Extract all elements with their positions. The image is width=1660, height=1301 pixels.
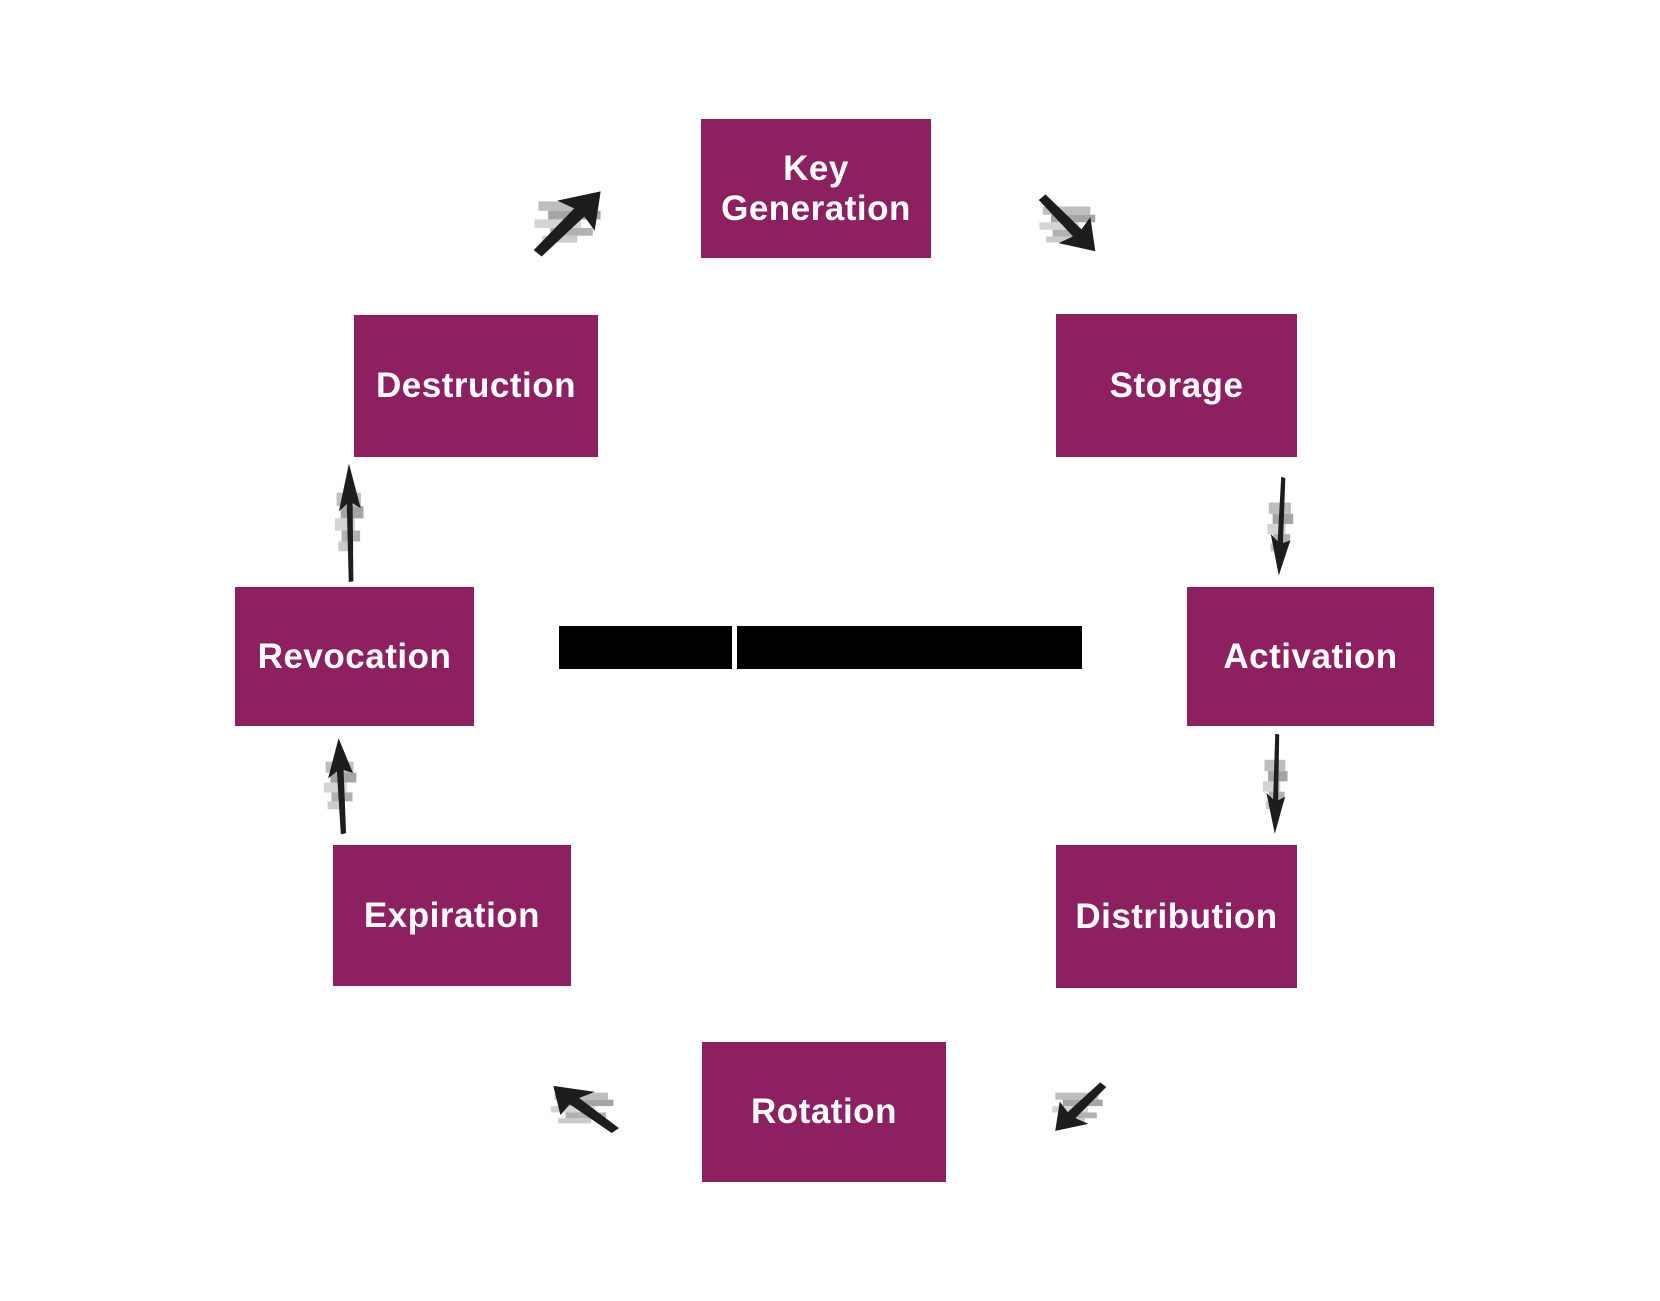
- arrow-activation-to-distribution: [1258, 733, 1294, 836]
- node-distribution: Distribution: [1056, 845, 1297, 988]
- arrow-rotation-to-expiration: [538, 1076, 630, 1140]
- node-rotation-label: Rotation: [751, 1092, 897, 1132]
- down-arrow-icon: [1263, 733, 1288, 836]
- node-key-generation: Key Generation: [701, 119, 931, 258]
- node-storage-label: Storage: [1109, 365, 1244, 405]
- arrow-revocation-to-destruction: [329, 461, 371, 583]
- up-left-arrow-icon: [538, 1076, 630, 1140]
- node-activation-label: Activation: [1223, 636, 1398, 676]
- node-revocation: Revocation: [235, 587, 474, 726]
- arrow-expiration-to-revocation: [317, 736, 365, 835]
- node-key-generation-label: Key Generation: [721, 149, 911, 228]
- redacted-center-title-segment-1: [559, 626, 732, 669]
- node-destruction: Destruction: [354, 315, 598, 457]
- node-revocation-label: Revocation: [257, 636, 452, 676]
- up-arrow-icon: [323, 736, 357, 835]
- up-right-arrow-icon: [521, 179, 618, 265]
- node-destruction-label: Destruction: [376, 366, 576, 406]
- down-arrow-icon: [1267, 476, 1294, 578]
- node-rotation: Rotation: [702, 1042, 946, 1182]
- redacted-center-title-segment-2: [737, 626, 1082, 669]
- up-arrow-icon: [334, 461, 364, 583]
- arrow-storage-to-activation: [1262, 476, 1300, 578]
- node-expiration-label: Expiration: [363, 895, 541, 935]
- down-right-arrow-icon: [1028, 187, 1110, 262]
- node-storage: Storage: [1056, 314, 1297, 457]
- down-left-arrow-icon: [1042, 1076, 1116, 1140]
- node-distribution-label: Distribution: [1075, 896, 1278, 936]
- arrow-distribution-to-rotation: [1042, 1076, 1116, 1140]
- arrow-destruction-to-key-generation: [521, 179, 618, 265]
- node-expiration: Expiration: [333, 845, 571, 986]
- arrow-key-generation-to-storage: [1028, 187, 1110, 262]
- node-activation: Activation: [1187, 587, 1434, 726]
